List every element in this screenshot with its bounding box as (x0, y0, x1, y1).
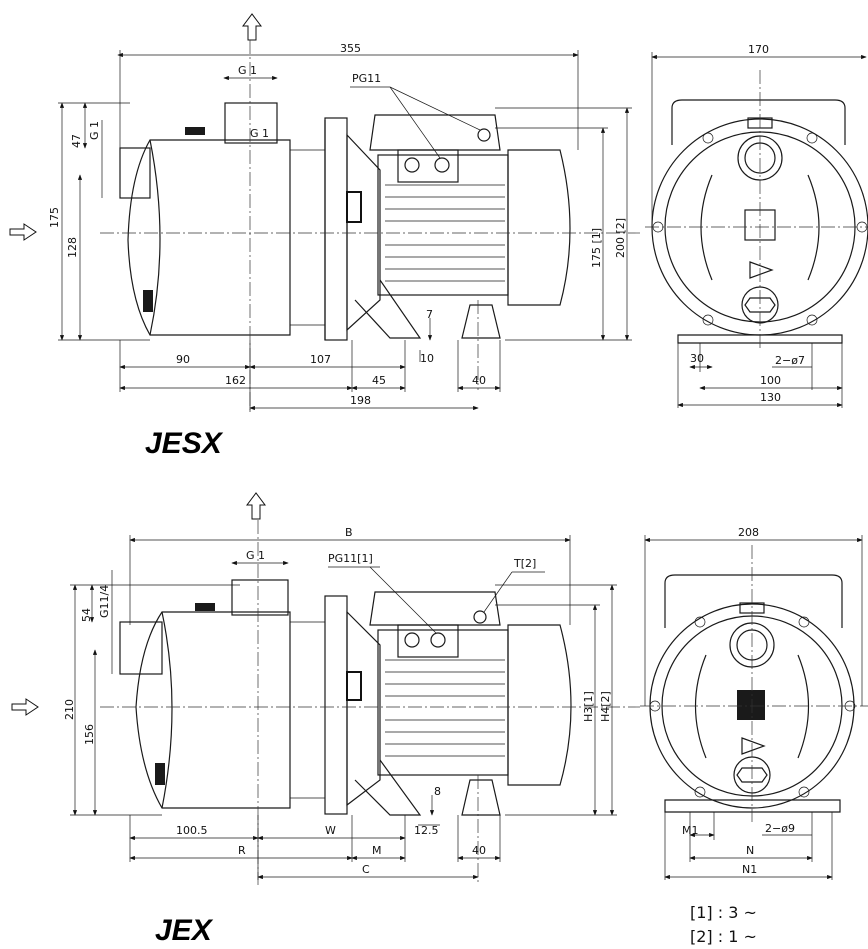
flange-2 (324, 595, 348, 815)
motor-foot-2 (461, 779, 501, 816)
dim-b100-5: 100.5 (176, 824, 208, 837)
dim-discharge-g-2: G 1 (246, 549, 265, 562)
dim-w30: 30 (690, 352, 704, 365)
jex-side-view: B G 1 PG11[1] T[2] 54 G11/4 210 156 H3[1… (11, 492, 640, 947)
dim-b40: 40 (472, 374, 486, 387)
pump-casing (127, 139, 291, 336)
dim-end-width: 170 (748, 43, 769, 56)
legend-line-1: [1] : 3 ~ (690, 903, 757, 922)
dim-holes-7: 2−ø7 (775, 354, 805, 367)
dim-g-inner: G 1 (250, 127, 269, 140)
label-pg11: PG11 (352, 72, 381, 85)
dim-f10: 10 (420, 352, 434, 365)
dim-n: N (746, 844, 754, 857)
flange (324, 117, 348, 341)
legend-line-2: [2] : 1 ~ (690, 927, 757, 946)
discharge-arrow-icon-2 (246, 492, 266, 520)
suction-nozzle-2 (119, 621, 163, 675)
dim-overall-length: 355 (340, 42, 361, 55)
terminal-box-top-2 (664, 574, 843, 628)
dim-n1: N1 (742, 863, 757, 876)
dim-h128: 128 (66, 237, 79, 258)
label-t2: T[2] (513, 557, 536, 570)
suction-arrow-icon-2 (11, 698, 39, 716)
discharge-nozzle-2 (231, 579, 289, 616)
terminal-box-top (671, 99, 846, 145)
dim-m1: M1 (682, 824, 699, 837)
dim-f12-5: 12.5 (414, 824, 439, 837)
title-jesx: JESX (145, 427, 224, 460)
dim-discharge-g: G 1 (238, 64, 257, 77)
dim-h4: H4[2] (599, 691, 612, 722)
dim-h175-1: 175 [1] (590, 228, 603, 268)
jesx-side-view: 355 G 1 G 1 PG11 47 G 1 175 128 175 [1] … (9, 13, 640, 460)
dim-h200-2: 200 [2] (614, 218, 627, 258)
motor-fan-cover-2 (507, 624, 572, 786)
dim-b40-2: 40 (472, 844, 486, 857)
dim-b45: 45 (372, 374, 386, 387)
dim-f8: 8 (434, 785, 441, 798)
suction-arrow-icon (9, 223, 37, 241)
dim-b90: 90 (176, 353, 190, 366)
title-jex: JEX (155, 914, 214, 947)
discharge-nozzle (224, 102, 278, 144)
dim-w100: 100 (760, 374, 781, 387)
dim-h3: H3[1] (582, 691, 595, 722)
terminal-box-2 (369, 591, 501, 626)
dim-b: B (345, 526, 353, 539)
dim-h54: 54 (80, 608, 93, 622)
dim-b107: 107 (310, 353, 331, 366)
brand-logo-icon (737, 690, 765, 720)
label-pg11-1: PG11[1] (328, 552, 373, 565)
dim-h210: 210 (63, 699, 76, 720)
legend: [1] : 3 ~ [2] : 1 ~ (690, 903, 757, 946)
dim-vert-g: G 1 (88, 121, 101, 140)
dim-b198: 198 (350, 394, 371, 407)
discharge-arrow-icon (242, 13, 262, 41)
dim-bw: W (325, 824, 336, 837)
terminal-box (369, 114, 501, 151)
dim-w130: 130 (760, 391, 781, 404)
motor-fan-cover (507, 149, 571, 306)
dim-vert-g-2: G11/4 (98, 585, 111, 618)
dim-h175: 175 (48, 207, 61, 228)
dim-br: R (238, 844, 246, 857)
pump-casing-2 (135, 611, 291, 809)
dim-b162: 162 (225, 374, 246, 387)
jesx-end-view: 170 30 2−ø7 100 130 (645, 43, 868, 408)
dim-holes-9: 2−ø9 (765, 822, 795, 835)
dim-f7: 7 (426, 308, 433, 321)
dim-end-width-2: 208 (738, 526, 759, 539)
dim-h47: 47 (70, 134, 83, 148)
dim-bm: M (372, 844, 382, 857)
motor-foot (461, 304, 501, 339)
dim-bc: C (362, 863, 370, 876)
suction-nozzle (119, 147, 151, 199)
dim-h156: 156 (83, 724, 96, 745)
jex-end-view: 208 M1 2−ø9 N N1 (640, 526, 868, 880)
